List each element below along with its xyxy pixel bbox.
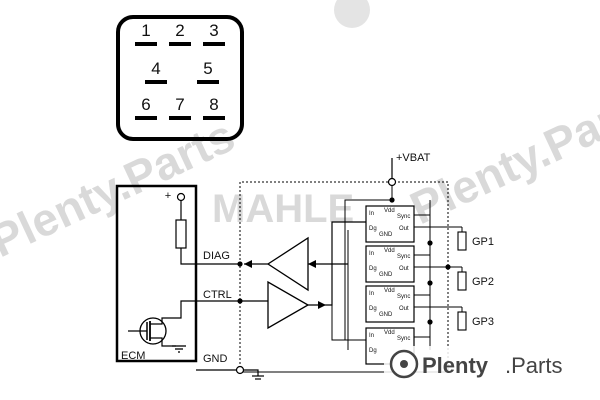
pin-5-label: 5 <box>203 59 212 78</box>
watermark-logo-icon <box>334 0 370 28</box>
pin-1-terminal <box>135 42 157 46</box>
module-boundary <box>239 181 449 372</box>
pin-8-terminal <box>203 116 225 120</box>
driver-ic-2: In Vdd Sync Dg Out GND <box>365 245 462 283</box>
driver-ic-3: In Vdd Sync Dg Out GND <box>365 285 462 323</box>
ecm-ctrl-wire <box>180 300 240 307</box>
pin-6-terminal <box>135 116 157 120</box>
pin-3-terminal <box>203 42 225 46</box>
ecm-pullup-resistor <box>175 219 187 249</box>
diag-label: DIAG <box>203 250 230 262</box>
diag-arrow-icon <box>244 260 252 268</box>
logo-text: Plenty <box>422 353 489 378</box>
ctrl-arrow-icon <box>318 301 326 309</box>
pin-1-label: 1 <box>141 21 150 40</box>
mosfet-source-lead <box>150 337 176 347</box>
pin-7-label: 7 <box>175 95 184 114</box>
vbat-terminal <box>387 177 397 187</box>
ctrl-bus <box>331 222 366 341</box>
driver-ic-1-body <box>365 205 415 243</box>
sync-junction-2 <box>427 280 433 286</box>
vbat-junction <box>389 197 395 203</box>
ic1-sync: Sync <box>397 214 410 220</box>
plenty-parts-logo: Plenty .Parts <box>384 346 580 382</box>
ic3-dg: Dg <box>369 306 377 312</box>
gnd-label: GND <box>203 353 228 365</box>
gp1-label: GP1 <box>472 236 494 248</box>
diag-buffer-triangle <box>266 236 309 292</box>
ic4-sync: Sync <box>397 336 410 342</box>
pin-7-terminal <box>169 116 191 120</box>
ic2-vdd: Vdd <box>384 248 395 254</box>
watermark-text-right: Plenty.Parts <box>402 76 600 234</box>
ic4-dg: Dg <box>369 348 377 354</box>
ic3-sync: Sync <box>397 294 410 300</box>
gp3-element <box>457 311 467 331</box>
logo-suffix: .Parts <box>505 353 562 378</box>
ic3-gnd: GND <box>379 312 393 318</box>
pin-4-label: 4 <box>151 59 160 78</box>
module-gnd-wire <box>244 369 259 376</box>
connector-face: 1 2 3 4 5 6 7 8 <box>116 15 244 141</box>
ecm-label: ECM <box>121 350 145 362</box>
ic2-in: In <box>369 251 374 257</box>
logo-wheel-hub-icon <box>400 360 408 368</box>
gp2-element <box>457 271 467 291</box>
vbat-supply: +VBAT <box>344 152 431 340</box>
diag-junction <box>237 261 243 267</box>
ctrl-label: CTRL <box>203 289 232 301</box>
gnd-terminal <box>235 365 245 375</box>
ic1-gnd: GND <box>379 232 393 238</box>
ic2-dg: Dg <box>369 266 377 272</box>
pin-3-label: 3 <box>209 21 218 40</box>
mosfet-drain-lead <box>150 307 182 325</box>
diag-amplifier <box>244 236 348 292</box>
ic1-in: In <box>369 211 374 217</box>
gp3-label: GP3 <box>472 316 494 328</box>
connector-outline <box>116 15 244 141</box>
ecm-module: + ECM <box>115 184 240 363</box>
ctrl-buffer-triangle <box>267 280 310 330</box>
pin-2-terminal <box>169 42 191 46</box>
sync-junction-1 <box>427 240 433 246</box>
ic2-sync: Sync <box>397 254 410 260</box>
ic1-vdd: Vdd <box>384 208 395 214</box>
ic3-vdd: Vdd <box>384 288 395 294</box>
pin-8-label: 8 <box>209 95 218 114</box>
vbat-label: +VBAT <box>396 152 431 164</box>
pin-6-label: 6 <box>141 95 150 114</box>
glow-plugs: GP1 GP2 GP3 <box>445 227 494 331</box>
driver-ic-3-body <box>365 285 415 323</box>
ic4-vdd: Vdd <box>384 330 395 336</box>
gp1-element <box>457 231 467 251</box>
diag-input-arrow-icon <box>308 260 316 268</box>
gp2-junction <box>445 264 451 270</box>
sync-junction-3 <box>427 319 433 325</box>
ecm-supply-terminal <box>176 192 186 202</box>
ic3-in: In <box>369 291 374 297</box>
pin-4-terminal <box>145 80 167 84</box>
pin-5-terminal <box>197 80 219 84</box>
watermark-brand: MAHLE <box>212 187 354 231</box>
ecm-diag-wire <box>180 248 240 265</box>
driver-ic-1: In Vdd Sync Dg Out GND <box>365 205 462 243</box>
ic3-out: Out <box>399 306 409 312</box>
ic2-gnd: GND <box>379 272 393 278</box>
ic2-out: Out <box>399 266 409 272</box>
driver-ic-2-body <box>365 245 415 283</box>
watermark-layer: Plenty.Parts Plenty.Parts MAHLE <box>0 0 600 267</box>
ecm-outline <box>115 184 198 363</box>
gp2-label: GP2 <box>472 276 494 288</box>
ecm-supply-plus: + <box>165 190 171 202</box>
ic1-out: Out <box>399 226 409 232</box>
ic1-dg: Dg <box>369 226 377 232</box>
vbat-bus <box>344 186 393 340</box>
pin-2-label: 2 <box>175 21 184 40</box>
ic4-in: In <box>369 333 374 339</box>
